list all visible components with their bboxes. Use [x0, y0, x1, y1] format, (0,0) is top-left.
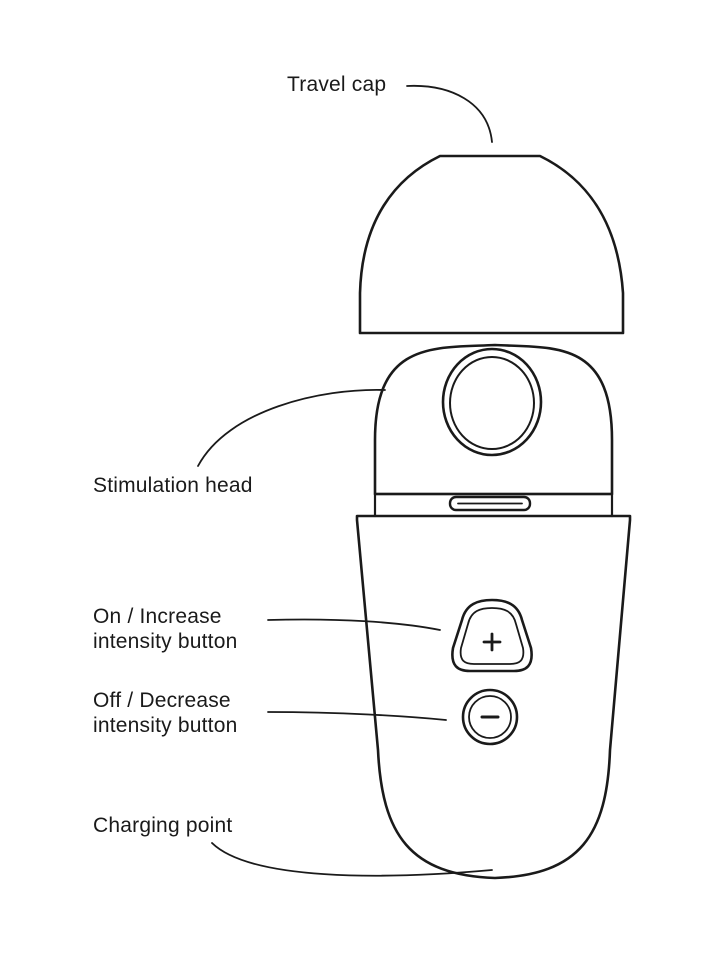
label-charging-point: Charging point: [93, 814, 233, 837]
leader-on-button: [267, 618, 441, 631]
label-travel-cap: Travel cap: [287, 73, 387, 96]
leader-stimulation-head: [197, 389, 386, 467]
leader-charging-point: [211, 842, 493, 877]
label-decrease-button: Off / Decrease intensity button: [93, 689, 238, 737]
label-increase-button: On / Increase intensity button: [93, 605, 238, 653]
increase-button: [451, 598, 533, 673]
travel-cap: [358, 154, 625, 335]
decrease-button: [461, 688, 519, 746]
plus-icon: [482, 632, 502, 652]
stimulation-head: [373, 343, 614, 496]
connector-band: [373, 492, 614, 518]
label-stimulation-head: Stimulation head: [93, 474, 253, 497]
leader-travel-cap: [406, 85, 493, 143]
leader-off-button: [267, 711, 447, 721]
device-body: [355, 514, 632, 880]
